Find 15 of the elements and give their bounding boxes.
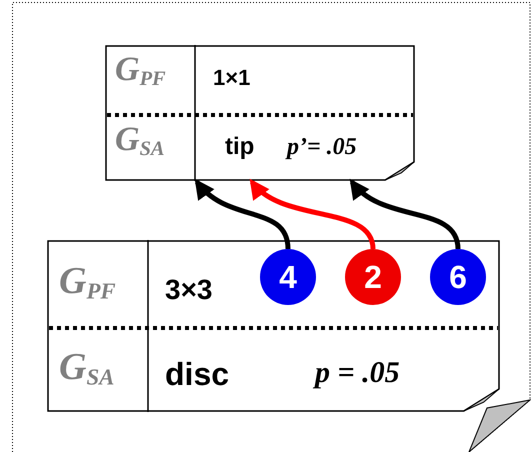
table-card [105,45,415,181]
cell-text: 1×1 [213,67,250,89]
cell-text: tip [225,135,254,159]
curved-arrow [249,179,376,250]
curved-arrow [194,178,290,250]
cell-text: 3×3 [165,276,212,304]
curved-arrow [349,179,460,250]
table-card [47,240,500,412]
header-label: G$_{PF}$ [59,262,116,304]
header-label: G$_{SA}$ [115,123,165,160]
cell-text: disc [165,358,230,390]
header-label: G$_{SA}$ [59,348,114,390]
header-label: G$_{PF}$ [115,53,166,90]
cell-text: p’= .05 [287,135,357,159]
cell-text: p = .05 [315,358,400,388]
